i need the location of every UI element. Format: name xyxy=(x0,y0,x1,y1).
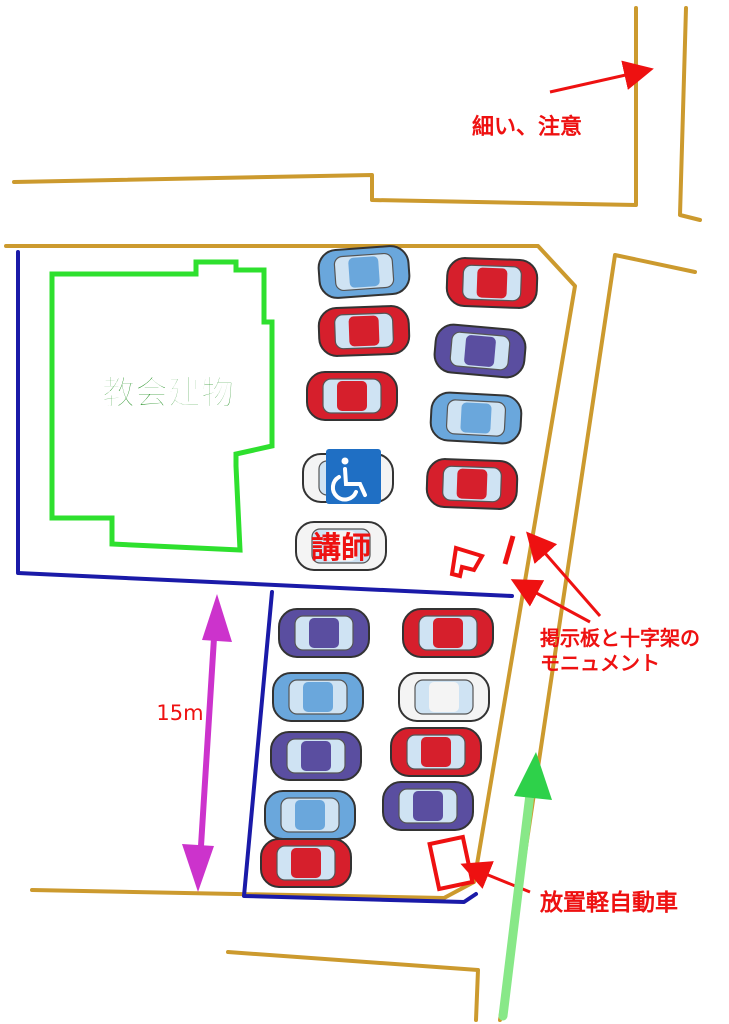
parked-car-12 xyxy=(272,672,364,722)
parked-car-6 xyxy=(445,257,539,309)
parked-car-9 xyxy=(425,458,519,510)
roads xyxy=(4,6,702,1022)
abandoned-car-label: 放置軽自動車 xyxy=(539,889,678,916)
cross-monument-marker xyxy=(502,535,516,565)
narrow-warning-label: 細い、注意 xyxy=(472,114,582,140)
monument-arrow-1 xyxy=(526,531,602,617)
distance-arrowhead-bottom xyxy=(182,844,214,892)
lower-lot-boundary xyxy=(242,590,478,904)
parked-cars xyxy=(260,245,539,888)
parking-p-sign-icon xyxy=(449,545,485,579)
entrance-arrowhead xyxy=(514,752,552,800)
monument-label-line2: モニュメント xyxy=(540,651,660,675)
parked-car-14 xyxy=(270,731,362,781)
building-label: 教会建物 xyxy=(102,373,234,412)
parked-car-10 xyxy=(278,608,370,658)
monument-arrow-2 xyxy=(510,579,591,624)
upper-lot-boundary xyxy=(16,250,514,598)
narrow-arrow xyxy=(549,60,654,94)
distance-label: 15m xyxy=(156,701,203,725)
road-bottom-edge xyxy=(226,950,480,1022)
accessible-spot xyxy=(326,449,381,504)
distance-arrow: 15m xyxy=(156,594,232,892)
instructor-label: 講師 xyxy=(311,531,371,566)
parked-car-1 xyxy=(317,245,411,299)
monument-label-line1: 掲示板と十字架の xyxy=(540,626,700,650)
church-building-outline xyxy=(49,259,275,553)
entrance-arrow xyxy=(498,752,552,1021)
parked-car-13 xyxy=(398,672,490,722)
parked-car-15 xyxy=(390,727,482,777)
parked-car-5 xyxy=(295,521,387,571)
church-building: 教会建物 xyxy=(49,259,275,553)
parked-car-3 xyxy=(306,371,398,421)
road-top-edge xyxy=(12,6,638,207)
lot-boundaries xyxy=(16,250,514,904)
parked-car-16 xyxy=(264,790,356,840)
parked-car-8 xyxy=(429,391,523,445)
parked-car-18 xyxy=(260,838,352,888)
parked-car-17 xyxy=(382,781,474,831)
parked-car-11 xyxy=(402,608,494,658)
distance-arrowhead-top xyxy=(202,594,232,642)
road-top-right-edge xyxy=(678,6,702,222)
abandoned-car-box xyxy=(427,834,475,892)
parked-car-7 xyxy=(433,323,527,379)
accessible-sign xyxy=(326,449,381,504)
wheelchair-icon xyxy=(330,457,367,502)
parked-car-2 xyxy=(317,305,411,357)
